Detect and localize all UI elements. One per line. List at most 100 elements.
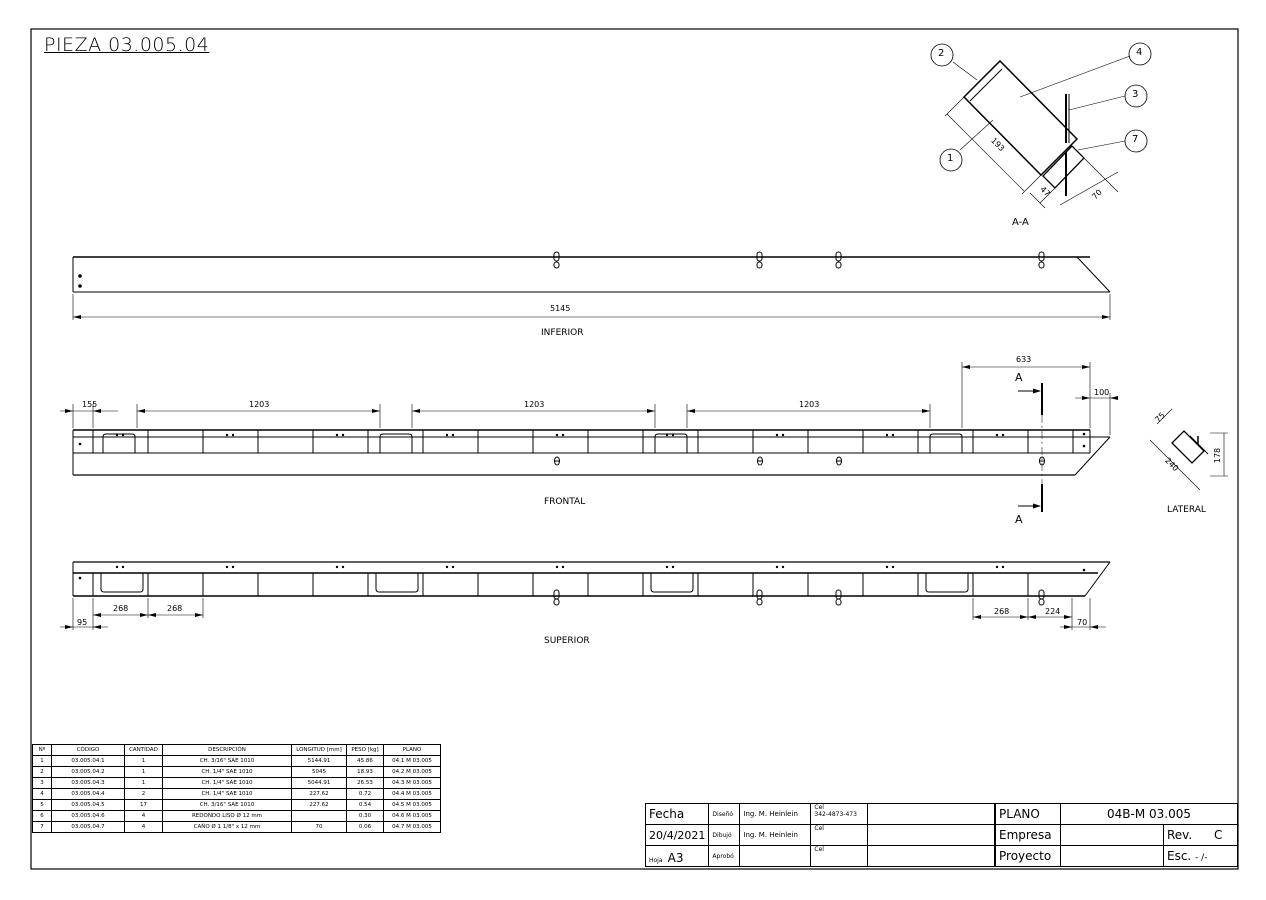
title-block-left: Fecha Diseñó Ing. M. Heinlein Cel 342-48… — [644, 803, 995, 867]
bom-cell: 0.54 — [346, 799, 384, 811]
dim-5145: 5145 — [550, 304, 571, 313]
bom-cell: 0.06 — [346, 821, 384, 833]
bom-cell: 1 — [124, 777, 163, 789]
bom-cell: 5 — [32, 799, 52, 811]
bom-cell: CAÑO Ø 1 1/8" x 12 mm — [162, 821, 292, 833]
bom-header-cell: PESO [kg] — [346, 744, 384, 756]
diseno-cel: Cel 342-4873-473 — [810, 803, 869, 825]
bom-cell: 04.2 M 03.005 — [383, 766, 441, 778]
label-lateral: LATERAL — [1167, 505, 1206, 515]
proyecto-label: Proyecto — [995, 845, 1061, 867]
fecha-label: Fecha — [644, 803, 710, 825]
bom-header-cell: CÓDIGO — [51, 744, 125, 756]
bom-cell: REDONDO LISO Ø 12 mm — [162, 810, 292, 822]
bom-cell: 1 — [32, 755, 52, 767]
frontal-view — [60, 362, 1118, 512]
bom-cell: CH. 1/4" SAE 1010 — [162, 788, 292, 800]
bom-cell: 1 — [124, 755, 163, 767]
balloon-4: 4 — [1136, 47, 1143, 58]
bom-cell: 227.62 — [291, 788, 347, 800]
rev-label: Rev. — [1167, 828, 1193, 842]
drawing-title: PIEZA 03.005.04 — [44, 34, 210, 56]
bom-cell: 03.005.04.4 — [51, 788, 125, 800]
hoja-value: A3 — [667, 850, 684, 865]
bom-cell: 26.53 — [346, 777, 384, 789]
bom-cell: 04.3 M 03.005 — [383, 777, 441, 789]
bom-cell: 7 — [32, 821, 52, 833]
bom-header: Nº CÓDIGO CANTIDAD DESCRIPCIÓN LONGITUD … — [32, 744, 441, 756]
bom-header-cell: CANTIDAD — [124, 744, 163, 756]
dim-70-superior: 70 — [1077, 618, 1088, 627]
bom-cell: CH. 3/16" SAE 1010 — [162, 799, 292, 811]
bom-cell: 4 — [32, 788, 52, 800]
dim-178: 178 — [1213, 447, 1223, 464]
bill-of-materials: Nº CÓDIGO CANTIDAD DESCRIPCIÓN LONGITUD … — [32, 744, 441, 833]
bom-cell: CH. 3/16" SAE 1010 — [162, 755, 292, 767]
aprobo-label: Aprobó — [708, 845, 741, 867]
bom-cell: 5044.91 — [291, 777, 347, 789]
cel-value: 342-4873-473 — [814, 811, 857, 818]
esc-cell: Esc. - /- — [1163, 845, 1238, 867]
bom-cell: 6 — [32, 810, 52, 822]
balloon-3: 3 — [1132, 89, 1139, 100]
bom-cell: 5144.91 — [291, 755, 347, 767]
cut-marker-top: A — [1015, 371, 1023, 384]
bom-cell: 0.30 — [346, 810, 384, 822]
label-superior: SUPERIOR — [544, 636, 590, 646]
bom-cell: 70 — [291, 821, 347, 833]
esc-value: - /- — [1195, 853, 1208, 863]
title-block-right: PLANO 04B-M 03.005 Empresa Rev. C Proyec… — [995, 803, 1238, 867]
bom-cell: 17 — [124, 799, 163, 811]
dim-1203-c: 1203 — [799, 400, 820, 409]
bom-cell: 03.005.04.2 — [51, 766, 125, 778]
bom-cell: CH. 1/4" SAE 1010 — [162, 766, 292, 778]
bom-cell: 2 — [124, 788, 163, 800]
bom-cell: 2 — [32, 766, 52, 778]
bom-cell: 03.005.04.1 — [51, 755, 125, 767]
bom-cell: 5045 — [291, 766, 347, 778]
balloon-7: 7 — [1132, 134, 1139, 145]
balloon-1: 1 — [947, 153, 954, 164]
aprobo-cel-label: Cel — [810, 845, 869, 867]
blank-cell — [867, 824, 995, 846]
superior-view — [60, 561, 1111, 630]
blank-cell — [867, 845, 995, 867]
dim-633: 633 — [1016, 355, 1032, 364]
cut-marker-bottom: A — [1015, 513, 1023, 526]
blank-cell — [739, 845, 812, 867]
rev-cell: Rev. C — [1163, 824, 1238, 846]
diseno-name: Ing. M. Heinlein — [739, 803, 812, 825]
bom-header-cell: PLANO — [383, 744, 441, 756]
dim-268-c: 268 — [994, 607, 1010, 616]
dim-268-b: 268 — [167, 604, 183, 613]
dim-155: 155 — [82, 400, 98, 409]
inferior-view — [72, 251, 1111, 320]
plano-label: PLANO — [995, 803, 1061, 825]
bom-cell: 03.005.04.6 — [51, 810, 125, 822]
label-inferior: INFERIOR — [541, 328, 584, 338]
dim-95: 95 — [77, 618, 88, 627]
bom-cell: 45.86 — [346, 755, 384, 767]
hoja-label: Hoja — [649, 856, 663, 864]
bom-cell: 03.005.04.7 — [51, 821, 125, 833]
bom-cell: 04.4 M 03.005 — [383, 788, 441, 800]
bom-cell — [291, 810, 347, 822]
dibujo-name: Ing. M. Heinlein — [739, 824, 812, 846]
bom-cell: 0.72 — [346, 788, 384, 800]
bom-cell: 04.6 M 03.005 — [383, 810, 441, 822]
bom-cell: CH. 1/4" SAE 1010 — [162, 777, 292, 789]
bom-cell: 3 — [32, 777, 52, 789]
label-section-aa: A-A — [1012, 217, 1029, 228]
hoja-cell: Hoja A3 — [644, 845, 710, 867]
bom-cell: 1 — [124, 766, 163, 778]
plano-value: 04B-M 03.005 — [1060, 803, 1238, 825]
label-frontal: FRONTAL — [544, 497, 586, 507]
